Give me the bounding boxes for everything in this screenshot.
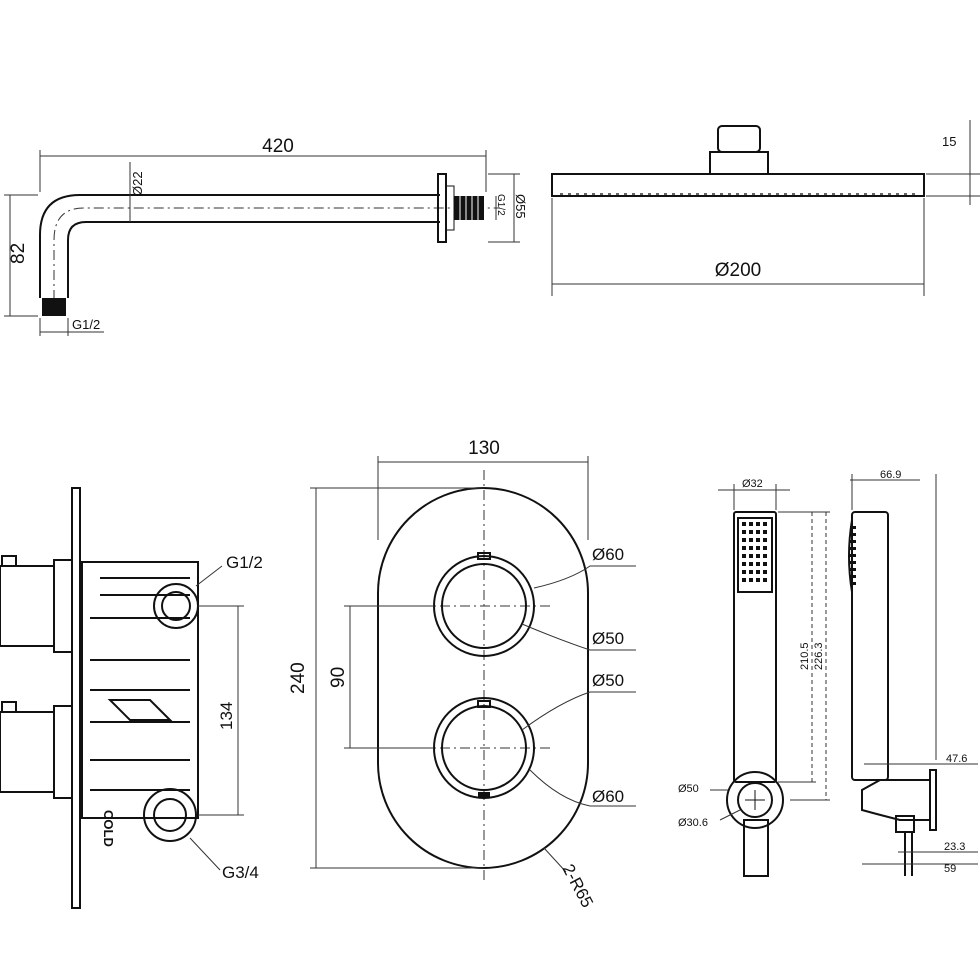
plate-height-dimension: 240 <box>288 487 484 869</box>
arm-outline-inner <box>67 221 440 298</box>
plate-width-label: 130 <box>468 438 500 459</box>
handset-d2-label: 23.3 <box>944 841 965 853</box>
arm-outline-outer <box>39 194 440 298</box>
handset-body-front <box>733 511 777 783</box>
arm-flange-thread <box>454 196 484 220</box>
handset-length-dimension: 210.5 226.3 <box>778 511 830 801</box>
plate-ring-bottom-inner-label: Ø50 <box>592 671 624 690</box>
arm-end-thread-dimension: G1/2 <box>39 317 104 336</box>
handset-length-a-label: 210.5 <box>799 642 811 670</box>
handset-side-drawing: 66.9 47.6 23.3 59 <box>848 469 978 876</box>
handset-spray-face <box>737 517 773 593</box>
shower-head-drawing: 15 Ø200 <box>551 120 980 296</box>
handset-bracket-inner-label: Ø30.6 <box>678 817 708 829</box>
handset-side-dimensions: 47.6 23.3 59 <box>862 753 978 875</box>
head-diameter-label: Ø200 <box>715 260 761 281</box>
plate-width-dimension: 130 <box>377 438 589 540</box>
arm-flange-thread-label: G1/2 <box>495 194 506 216</box>
arm-flange-dimension: Ø55 G1/2 <box>488 173 528 243</box>
valve-inlet-top-label: G1/2 <box>226 553 263 572</box>
handset-bracket-side <box>861 769 937 876</box>
valve-body-drawing: COLD G1/2 G3/4 134 <box>0 487 263 909</box>
arm-flange-dia-label: Ø55 <box>513 194 528 219</box>
trim-plate-drawing: 130 240 90 Ø60 Ø50 Ø50 Ø60 2-R65 <box>288 438 636 911</box>
valve-wall-plate <box>71 487 81 909</box>
handset-bracket-dimensions: Ø50 Ø30.6 <box>678 783 741 829</box>
plate-centres-dimension: 90 <box>328 605 434 749</box>
head-connector <box>717 125 761 153</box>
arm-length-dimension: 420 <box>39 136 487 192</box>
valve-cold-label: COLD <box>101 810 116 847</box>
valve-inlet-top <box>153 583 199 629</box>
head-diameter-dimension: Ø200 <box>551 198 925 296</box>
handset-head-label: Ø32 <box>742 478 763 490</box>
valve-centres-label: 134 <box>217 702 236 730</box>
arm-end-thread-label: G1/2 <box>72 317 100 332</box>
trim-plate-outline <box>377 487 589 869</box>
shower-arm-drawing: 420 Ø22 82 G1/2 Ø55 G1/2 <box>4 136 528 336</box>
handset-bracket-outer-label: Ø50 <box>678 783 699 795</box>
arm-drop-dimension: 82 <box>4 194 38 317</box>
handset-front-drawing: Ø32 210.5 226.3 Ø50 Ø30.6 <box>678 478 830 877</box>
handset-depth-dimension: 66.9 <box>850 469 937 760</box>
plate-ring-top-inner-label: Ø50 <box>592 629 624 648</box>
valve-frame <box>81 561 199 819</box>
plate-ring-top-outer-label: Ø60 <box>592 545 624 564</box>
arm-thread-end <box>42 298 66 316</box>
plate-centres-label: 90 <box>328 667 349 688</box>
handset-bracket-front <box>726 771 784 877</box>
plate-ring-bottom-outer-label: Ø60 <box>592 787 624 806</box>
valve-inlet-bottom <box>143 788 197 842</box>
handset-body-side <box>851 511 889 781</box>
arm-pipe-label: Ø22 <box>130 171 145 196</box>
plate-radius-label: 2-R65 <box>558 861 597 911</box>
arm-drop-label: 82 <box>8 243 29 264</box>
arm-centerline <box>53 207 500 300</box>
head-plate <box>551 173 925 197</box>
head-thickness-label: 15 <box>942 134 956 149</box>
arm-length-label: 420 <box>262 136 294 157</box>
handset-head-dimension: Ø32 <box>718 478 790 510</box>
handset-length-b-label: 226.3 <box>813 642 825 670</box>
arm-pipe-dimension: Ø22 <box>129 162 145 222</box>
valve-centres-dimension: 134 <box>198 605 244 816</box>
handset-d1-label: 47.6 <box>946 753 967 765</box>
handset-depth-label: 66.9 <box>880 469 901 481</box>
head-thickness-dimension: 15 <box>926 120 980 205</box>
plate-height-label: 240 <box>288 662 309 694</box>
handset-d3-label: 59 <box>944 863 956 875</box>
valve-inlet-bottom-label: G3/4 <box>222 863 259 882</box>
